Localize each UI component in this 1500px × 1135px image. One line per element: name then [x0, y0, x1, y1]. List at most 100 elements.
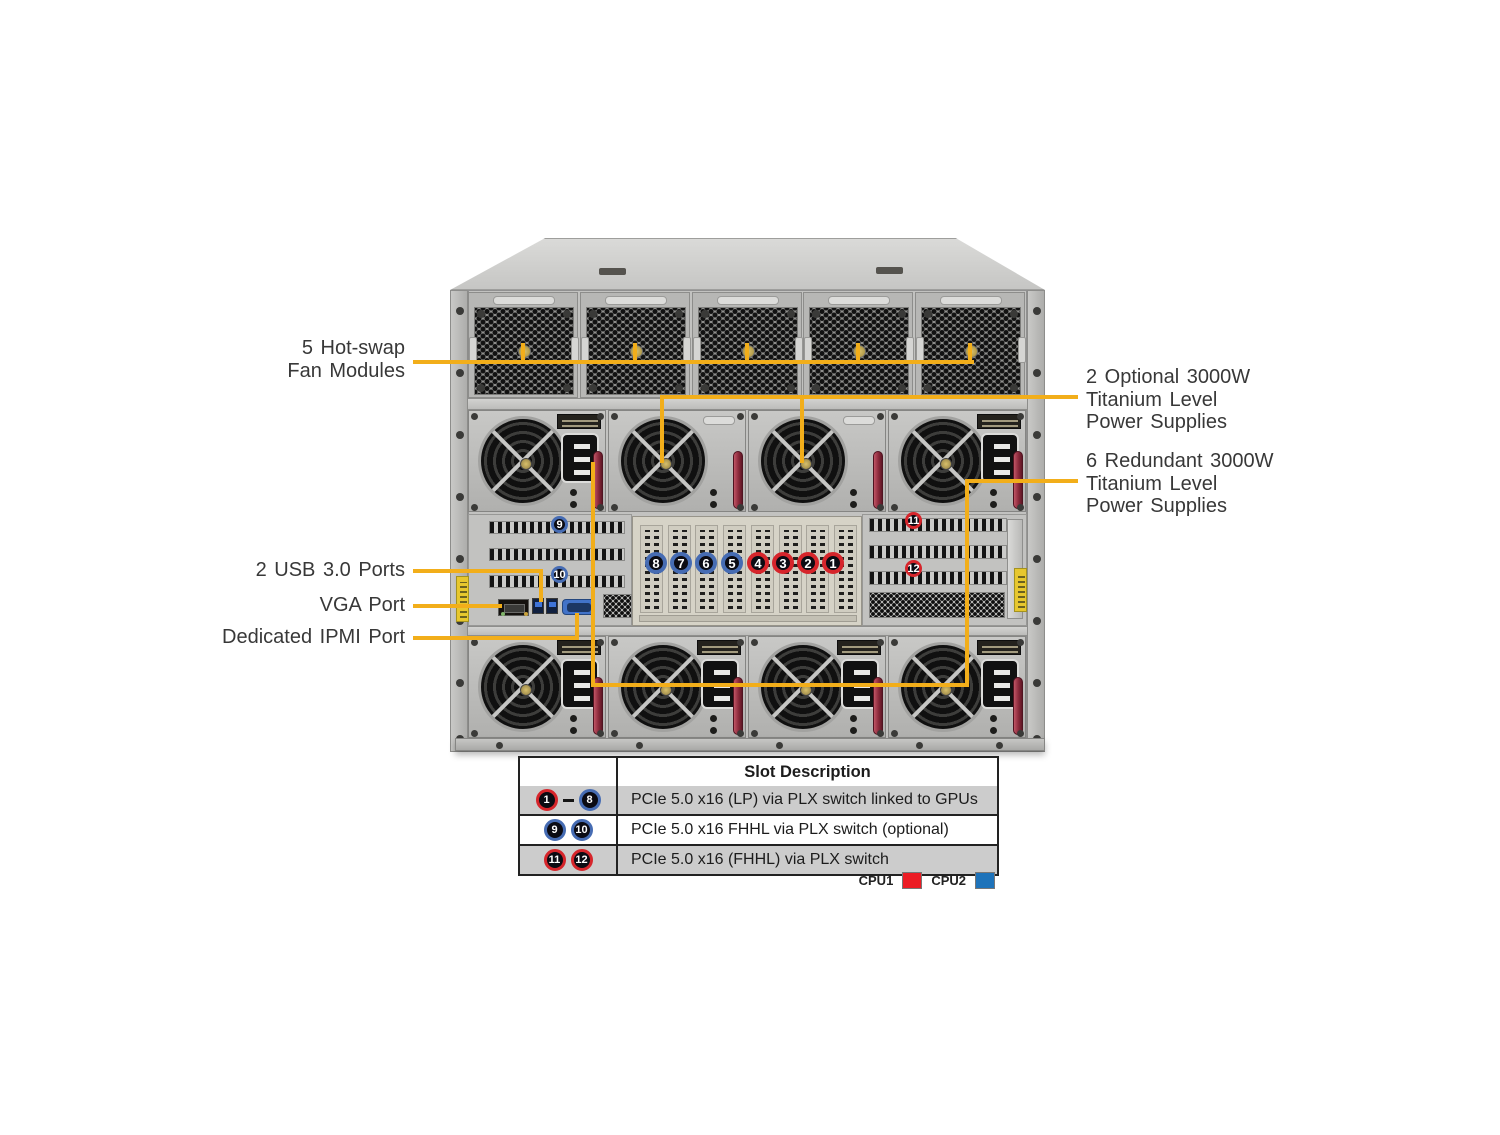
row-description: PCIe 5.0 x16 (FHHL) via PLX switch: [631, 851, 889, 868]
plate-lines: [562, 418, 598, 427]
screw: [496, 742, 503, 749]
legend-label-cpu2: CPU2: [931, 873, 966, 888]
slot-badge-5: 5: [721, 552, 743, 574]
io-perf-grille: [869, 592, 1005, 618]
screw: [776, 742, 783, 749]
psu-fan-hub: [520, 684, 532, 696]
callout-label-ipmi: Dedicated IPMI Port: [222, 626, 405, 648]
screw: [1033, 679, 1041, 687]
psu-fan-icon: [478, 416, 568, 506]
fan-module: [915, 292, 1026, 398]
callout-label-vga: VGA Port: [319, 594, 405, 616]
screw: [737, 639, 744, 646]
slot-badge-1: 1: [822, 552, 844, 574]
screw: [924, 310, 932, 318]
screw: [597, 504, 604, 511]
callout-label-optional-psu: 2 Optional 3000W Titanium Level Power Su…: [1086, 366, 1250, 434]
screw: [1033, 555, 1041, 563]
callout-line: [413, 360, 974, 364]
screw: [1017, 504, 1024, 511]
callout-label-usb: 2 USB 3.0 Ports: [255, 559, 405, 581]
screw: [1010, 384, 1018, 392]
psu-led: [990, 489, 997, 496]
callout-line: [521, 343, 525, 364]
psu-led: [710, 501, 717, 508]
psu-fan-icon: [618, 642, 708, 732]
usb-tongue: [549, 602, 556, 607]
callout-label-line: Titanium Level: [1086, 472, 1218, 495]
psu-led: [990, 727, 997, 734]
table-header: Slot Description: [744, 762, 871, 781]
screw: [751, 639, 758, 646]
screw: [563, 310, 571, 318]
screw: [477, 384, 485, 392]
psu-fan-hub: [520, 458, 532, 470]
sticker-lines: [460, 582, 467, 618]
rj45-led: [524, 612, 528, 616]
screw: [701, 310, 709, 318]
screw: [812, 384, 820, 392]
screw: [597, 413, 604, 420]
fan-latch: [940, 296, 1002, 305]
screw: [891, 730, 898, 737]
psu-led: [850, 715, 857, 722]
callout-label-line: Titanium Level: [1086, 388, 1218, 411]
warning-sticker-left: [456, 576, 469, 622]
callout-line: [413, 604, 502, 608]
screw: [1017, 413, 1024, 420]
screw: [597, 730, 604, 737]
slot-badge-3: 3: [772, 552, 794, 574]
psu-led: [570, 727, 577, 734]
screw: [611, 639, 618, 646]
fan-latch: [717, 296, 779, 305]
callout-line: [539, 569, 543, 602]
cage-foot-rail: [639, 615, 857, 622]
screw: [563, 384, 571, 392]
screw: [751, 730, 758, 737]
callout-line: [660, 395, 664, 463]
io-perf-grille: [603, 594, 632, 618]
screw: [1017, 639, 1024, 646]
fan-latch: [493, 296, 555, 305]
screw: [812, 310, 820, 318]
row-badge-1: 1: [535, 789, 558, 811]
callout-label-fan-modules: 5 Hot-swap Fan Modules: [287, 337, 405, 382]
psu-fan-icon: [898, 642, 988, 732]
slot-badge-7: 7: [670, 552, 692, 574]
psu-led: [850, 727, 857, 734]
psu-module: [748, 636, 886, 738]
screw: [1033, 617, 1041, 625]
screw: [456, 431, 464, 439]
screw: [916, 742, 923, 749]
psu-module: [608, 410, 746, 512]
callout-line: [633, 343, 637, 364]
slot-badge-12: 12: [905, 560, 922, 577]
psu-led: [570, 501, 577, 508]
screw: [898, 310, 906, 318]
screw: [477, 310, 485, 318]
plate-lines: [702, 644, 738, 653]
screw: [877, 730, 884, 737]
psu-fan-hub: [940, 458, 952, 470]
callout-line: [965, 479, 1078, 483]
screw: [456, 555, 464, 563]
screw: [471, 413, 478, 420]
screw: [589, 384, 597, 392]
callout-label-line: 2 Optional 3000W: [1086, 366, 1251, 388]
screw: [701, 384, 709, 392]
usb-tongue: [535, 602, 542, 607]
chassis-rail: [468, 626, 1027, 636]
legend-swatch-cpu1: [902, 872, 923, 889]
slot-badge-10: 10: [551, 566, 568, 583]
psu-module: [468, 636, 606, 738]
psu-led: [850, 501, 857, 508]
row-badge-10: 10: [570, 819, 593, 841]
screw: [471, 730, 478, 737]
vga-inner: [567, 603, 591, 612]
psu-led: [710, 489, 717, 496]
screw: [787, 310, 795, 318]
